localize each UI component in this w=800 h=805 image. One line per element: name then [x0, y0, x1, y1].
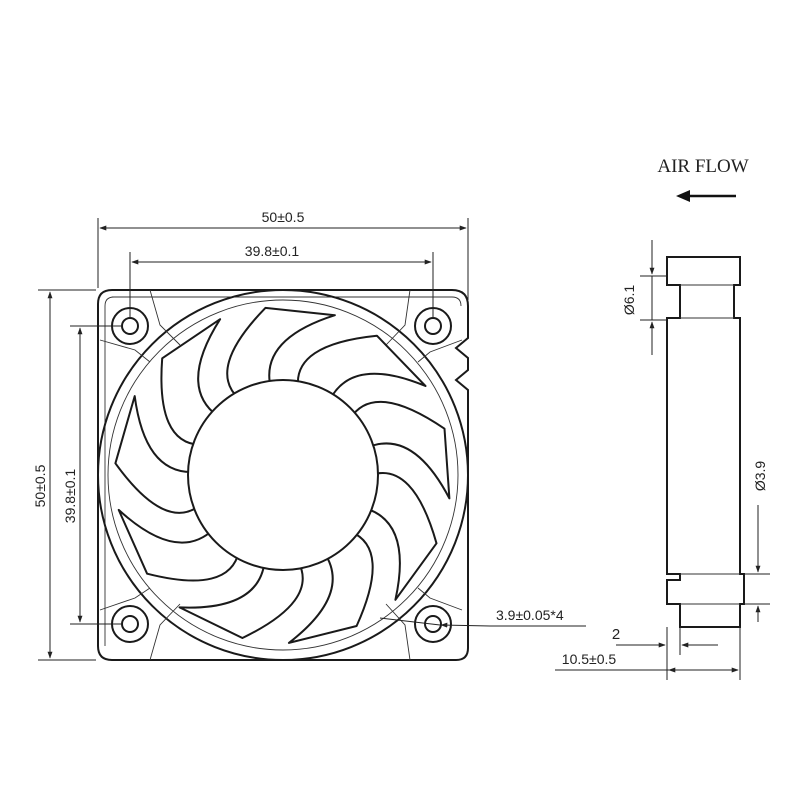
fan-outer-ring [97, 289, 469, 661]
fan-blade [363, 472, 438, 601]
hole-spacing-h-label: 39.8±0.1 [245, 243, 300, 259]
fan-blade [117, 508, 240, 582]
front-view: 50±0.5 39.8±0.1 50±0.5 39.8±0.1 3.9±0.05… [32, 209, 586, 661]
fan-hub [187, 379, 379, 571]
fan-blade [349, 400, 451, 500]
fan-blades [114, 306, 451, 644]
side-view: AIR FLOW Ø6.1 Ø3.9 2 10.5 [555, 156, 770, 680]
fan-blade [178, 560, 304, 639]
width-dim-label: 50±0.5 [262, 209, 305, 225]
flange-dim-label: Ø6.1 [621, 285, 637, 316]
flange-thickness-label: 2 [612, 626, 620, 643]
mount-hole-callout-label: 3.9±0.05*4 [496, 607, 564, 623]
hole-spacing-v-label: 39.8±0.1 [62, 469, 78, 524]
airflow-arrow-icon [676, 190, 736, 202]
depth-dim-label: 10.5±0.5 [562, 651, 617, 667]
fan-blade [226, 306, 336, 400]
fan-blade [287, 530, 374, 644]
slot-dim-label: Ø3.9 [752, 461, 768, 492]
fan-blade [114, 395, 202, 514]
fan-blade [160, 318, 222, 446]
height-dim-label: 50±0.5 [32, 464, 48, 507]
fan-frame-outline [97, 289, 469, 661]
airflow-label: AIR FLOW [657, 156, 748, 177]
mount-hole-leader [440, 622, 491, 628]
fan-inner-ring [107, 299, 459, 651]
fan-blade [296, 334, 427, 402]
side-profile-outline [666, 256, 745, 628]
